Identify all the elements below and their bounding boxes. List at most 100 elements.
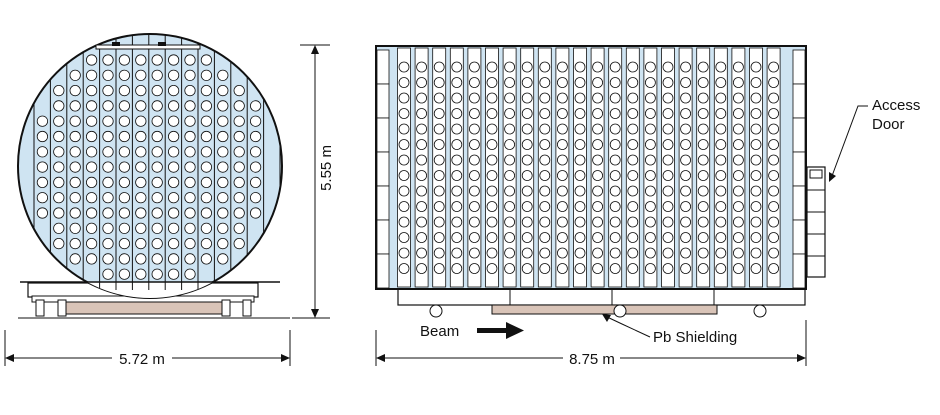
pmt-icon xyxy=(733,77,744,88)
pmt-icon xyxy=(53,115,65,127)
pmt-icon xyxy=(521,108,533,119)
pmt-icon xyxy=(151,100,163,112)
pmt-icon xyxy=(416,232,428,243)
pmt-icon xyxy=(715,61,727,73)
pmt-icon xyxy=(574,61,586,73)
pmt-icon xyxy=(69,100,81,112)
pmt-icon xyxy=(750,263,762,274)
pmt-icon xyxy=(102,69,114,81)
pmt-icon xyxy=(768,247,779,259)
pmt-icon xyxy=(768,170,779,181)
pmt-icon xyxy=(521,216,533,228)
pmt-icon xyxy=(233,130,245,143)
pmt-icon xyxy=(697,201,709,212)
pmt-icon xyxy=(662,247,674,259)
pmt-icon xyxy=(250,100,262,112)
pmt-icon xyxy=(680,92,691,104)
pmt-icon xyxy=(715,123,727,135)
pmt-icon xyxy=(53,161,65,173)
pmt-icon xyxy=(750,247,762,259)
pmt-icon xyxy=(768,139,779,150)
pmt-icon xyxy=(53,222,65,234)
pmt-icon xyxy=(217,207,229,219)
pmt-column xyxy=(520,47,535,288)
pmt-icon xyxy=(217,85,229,97)
pmt-icon xyxy=(168,69,180,81)
pmt-icon xyxy=(715,247,727,259)
pmt-icon xyxy=(102,85,114,97)
pmt-icon xyxy=(118,161,131,173)
pmt-icon xyxy=(233,146,245,158)
pmt-icon xyxy=(86,115,98,127)
pmt-icon xyxy=(433,77,445,88)
width-dimension-label: 5.72 m xyxy=(119,351,165,368)
pmt-icon xyxy=(135,69,147,81)
pmt-icon xyxy=(168,222,180,234)
pmt-icon xyxy=(69,238,81,250)
pmt-icon xyxy=(135,100,147,112)
pmt-icon xyxy=(592,170,603,181)
pmt-icon xyxy=(184,268,196,280)
pmt-icon xyxy=(184,115,196,127)
pmt-icon xyxy=(592,201,603,212)
pmt-icon xyxy=(86,161,98,173)
pmt-icon xyxy=(135,253,147,265)
pmt-icon xyxy=(662,77,674,88)
pmt-icon xyxy=(433,263,445,274)
side-view-support-struts xyxy=(397,47,781,288)
pmt-icon xyxy=(118,130,131,143)
pmt-icon xyxy=(521,263,533,274)
pmt-icon xyxy=(486,154,498,166)
pmt-icon xyxy=(609,139,621,150)
pmt-icon xyxy=(468,61,480,73)
pmt-icon xyxy=(53,100,65,112)
pmt-icon xyxy=(574,185,586,197)
pmt-icon xyxy=(36,207,49,219)
pmt-icon xyxy=(662,139,674,150)
arrow-right-icon xyxy=(477,322,524,339)
end-view xyxy=(17,33,290,319)
pmt-icon xyxy=(398,139,410,150)
pmt-icon xyxy=(715,170,727,181)
pmt-icon xyxy=(715,263,727,274)
pmt-icon xyxy=(69,176,81,188)
pmt-icon xyxy=(233,161,245,173)
pmt-icon xyxy=(539,216,551,228)
pmt-icon xyxy=(118,146,131,158)
pmt-icon xyxy=(233,192,245,204)
side-view-base-dividers xyxy=(509,289,715,305)
end-column-panel xyxy=(792,49,806,85)
pmt-icon xyxy=(574,139,586,150)
pmt-icon xyxy=(662,201,674,212)
pmt-icon xyxy=(69,253,81,265)
pmt-icon xyxy=(168,238,180,250)
end-column-panel xyxy=(792,83,806,119)
pmt-icon xyxy=(557,185,568,197)
access-door-leader xyxy=(829,105,868,182)
pmt-icon xyxy=(680,232,691,243)
pmt-icon xyxy=(433,170,445,181)
pmt-icon xyxy=(680,139,691,150)
pmt-icon xyxy=(468,232,480,243)
pmt-icon xyxy=(151,69,163,81)
pmt-icon xyxy=(135,222,147,234)
pmt-icon xyxy=(609,232,621,243)
pmt-icon xyxy=(697,108,709,119)
pmt-icon xyxy=(416,77,428,88)
pmt-icon xyxy=(504,185,516,197)
pmt-icon xyxy=(733,232,744,243)
length-dimension-label: 8.75 m xyxy=(569,351,615,368)
pmt-icon xyxy=(645,92,656,104)
pmt-icon xyxy=(627,108,639,119)
pmt-icon xyxy=(504,92,516,104)
pmt-icon xyxy=(416,139,428,150)
pmt-icon xyxy=(200,192,212,204)
pmt-icon xyxy=(53,85,65,97)
pmt-icon xyxy=(750,108,762,119)
pmt-icon xyxy=(118,222,131,234)
pmt-icon xyxy=(592,154,603,166)
pmt-icon xyxy=(592,139,603,150)
pmt-icon xyxy=(609,201,621,212)
pmt-icon xyxy=(86,176,98,188)
pmt-icon xyxy=(398,201,410,212)
